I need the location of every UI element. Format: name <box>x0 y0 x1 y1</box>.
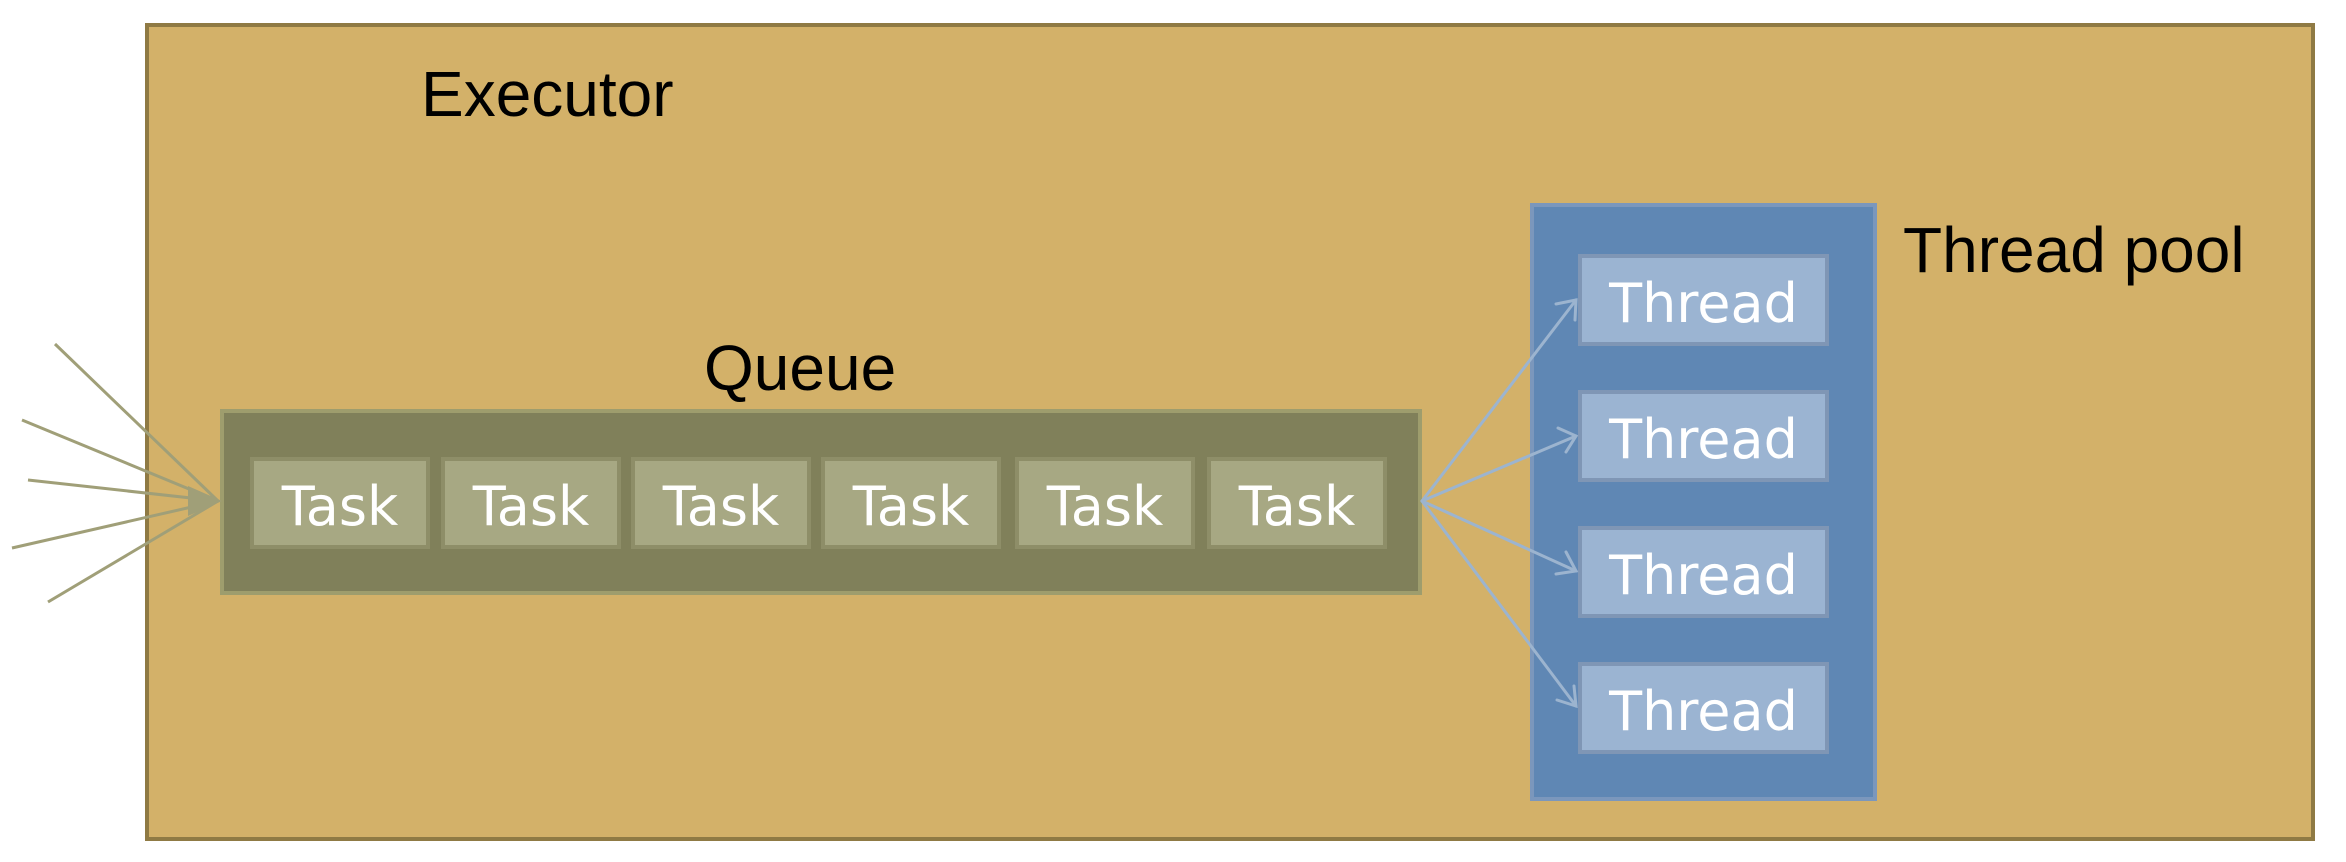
executor-label: Executor <box>421 58 674 130</box>
task-box-3: Task <box>631 457 811 549</box>
thread-box-4: Thread <box>1578 662 1829 754</box>
task-box-4: Task <box>821 457 1001 549</box>
thread-box-2: Thread <box>1578 390 1829 482</box>
task-box-1: Task <box>250 457 430 549</box>
task-box-5: Task <box>1015 457 1195 549</box>
queue-label: Queue <box>704 332 897 404</box>
task-box-2: Task <box>441 457 621 549</box>
task-box-6: Task <box>1207 457 1387 549</box>
thread-pool-label: Thread pool <box>1903 214 2245 286</box>
thread-box-1: Thread <box>1578 254 1829 346</box>
thread-box-3: Thread <box>1578 526 1829 618</box>
